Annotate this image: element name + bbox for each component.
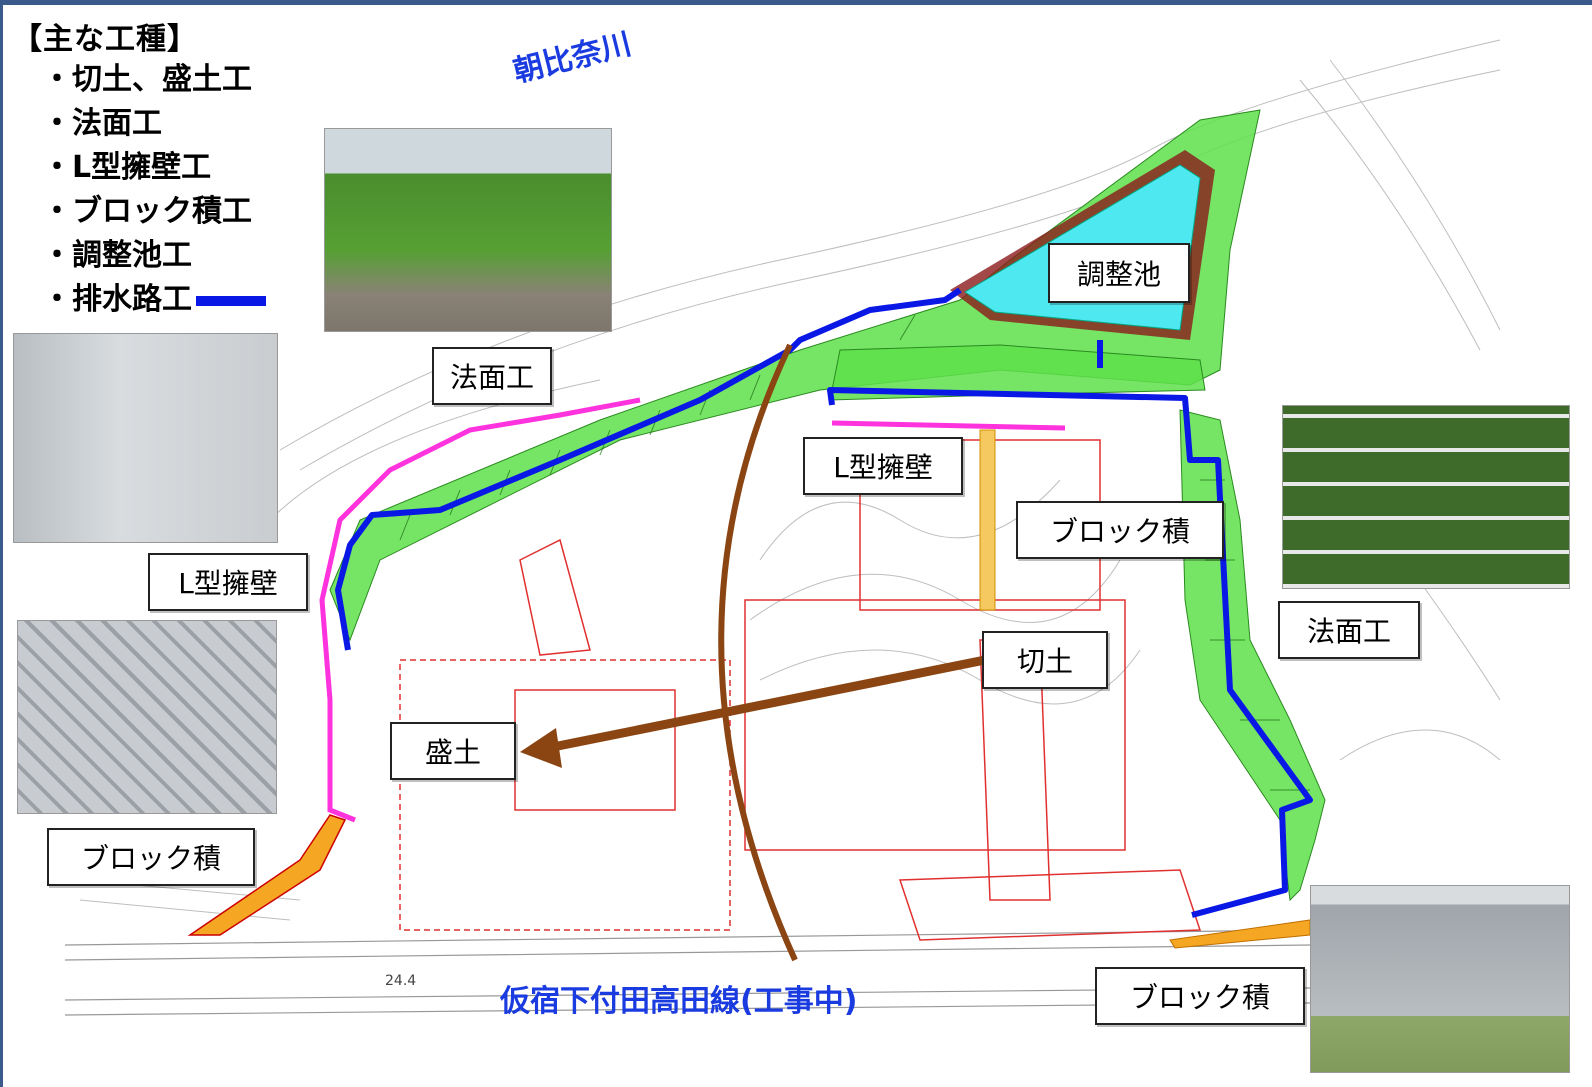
photo-slope-frame xyxy=(1282,405,1570,589)
legend-item: ・法面工 xyxy=(42,106,162,141)
photo-block-wall-left xyxy=(17,620,277,814)
legend-title: 【主な工種】 xyxy=(12,22,198,57)
legend-item: ・切土、盛土工 xyxy=(42,62,252,97)
block-wall-left-area xyxy=(187,814,347,936)
lwall-left-line xyxy=(319,397,641,823)
road-label: 仮宿下付田高田線(工事中) xyxy=(500,984,858,1019)
drainage-lines xyxy=(335,287,1313,918)
photo-l-wall xyxy=(13,333,278,543)
legend-item: ・調整池工 xyxy=(42,238,192,273)
legend: 【主な工種】 ・切土、盛土工 ・法面工 ・L型擁壁工 ・ブロック積工 ・調整池工… xyxy=(12,14,266,322)
legend-item-drainage: ・排水路工 xyxy=(42,278,266,322)
legend-item: ・ブロック積工 xyxy=(42,194,252,229)
callout-block-left: ブロック積 xyxy=(47,828,255,886)
callout-block-right: ブロック積 xyxy=(1016,501,1224,559)
lwall-center-strip xyxy=(979,429,996,611)
callout-lwall-left: L型擁壁 xyxy=(148,553,308,611)
callout-slope-right: 法面工 xyxy=(1278,601,1420,659)
spot-height-label: 24.4 xyxy=(385,973,416,989)
legend-item: ・L型擁壁工 xyxy=(42,150,212,185)
cut-to-fill-arrow-shaft xyxy=(547,655,986,753)
left-border xyxy=(0,0,3,1087)
cut-fill-arc xyxy=(718,343,798,962)
callout-cut: 切土 xyxy=(982,631,1108,689)
cut-to-fill-arrow-head xyxy=(520,728,562,768)
legend-drain-line-swatch xyxy=(196,295,266,306)
lwall-center-line xyxy=(831,420,1066,431)
callout-pond: 調整池 xyxy=(1048,243,1190,303)
block-wall-bottom-area xyxy=(1169,919,1311,949)
top-border xyxy=(0,0,1592,5)
callout-slope-top: 法面工 xyxy=(432,347,552,405)
callout-fill: 盛土 xyxy=(390,722,516,780)
legend-item-label: ・排水路工 xyxy=(42,282,192,317)
callout-block-bottom: ブロック積 xyxy=(1095,967,1305,1025)
photo-slope-grass xyxy=(324,128,612,332)
photo-block-wall-bottom xyxy=(1310,885,1570,1073)
callout-lwall-center: L型擁壁 xyxy=(803,437,963,495)
